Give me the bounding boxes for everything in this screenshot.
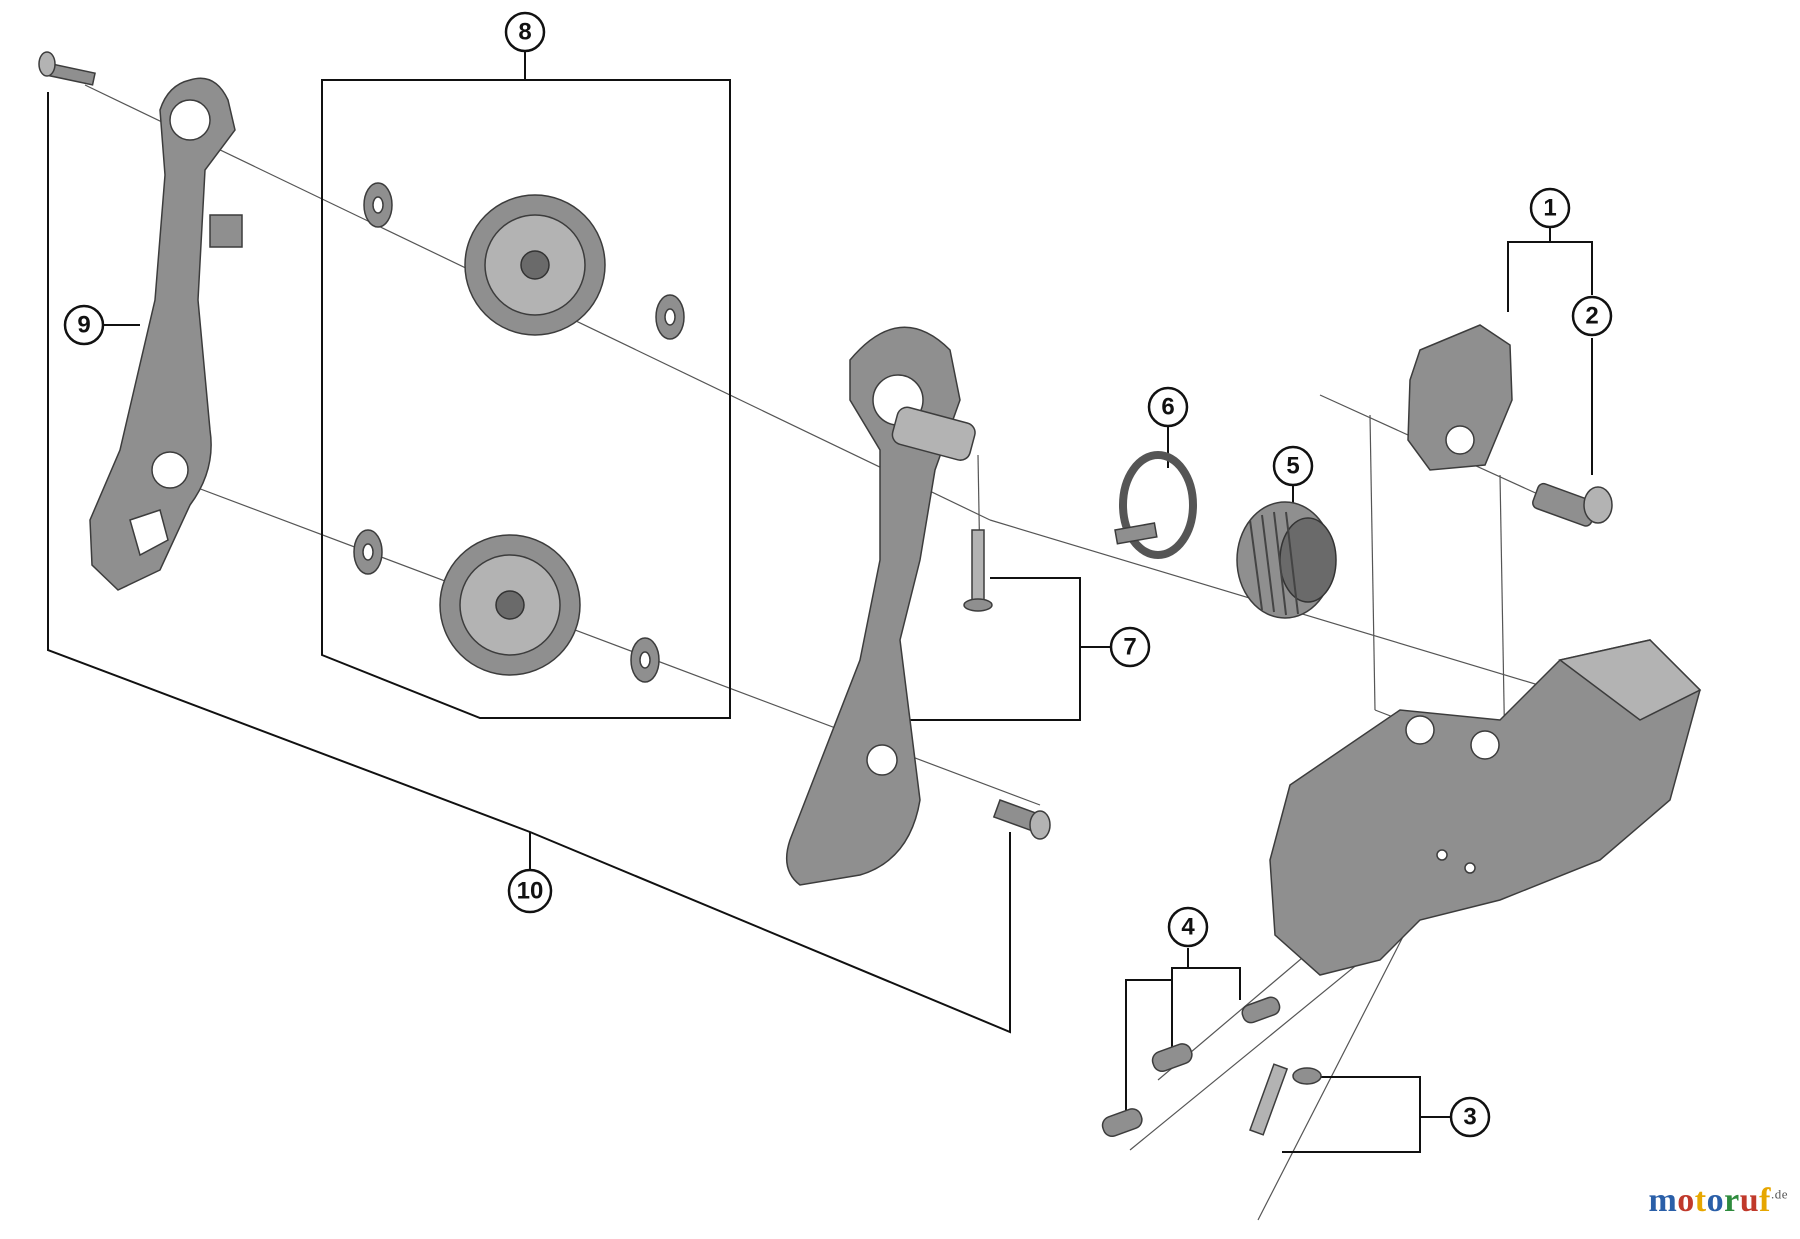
main-body-part — [1269, 639, 1702, 976]
callout-5: 5 — [1272, 445, 1314, 487]
watermark-letter: r — [1724, 1182, 1740, 1219]
cable-fixing-parts — [1101, 996, 1281, 1138]
assembly-axes — [84, 84, 1596, 1221]
snap-ring-part — [1114, 451, 1197, 559]
callout-7: 7 — [1109, 626, 1151, 668]
callout-4-label: 4 — [1181, 914, 1195, 941]
adjust-bolt-part — [992, 799, 1051, 840]
callout-3: 3 — [1449, 1096, 1491, 1138]
lower-pulley-part — [353, 529, 660, 683]
callout-2-label: 2 — [1585, 303, 1598, 330]
tension-spring-part — [1236, 501, 1337, 619]
callout-7-label: 7 — [1123, 634, 1136, 661]
bracket-leaders — [47, 48, 1593, 1153]
watermark-letter: o — [1677, 1182, 1695, 1219]
watermark-letter: o — [1706, 1182, 1725, 1219]
callout-5-label: 5 — [1286, 453, 1299, 480]
callout-6: 6 — [1147, 386, 1189, 428]
callout-3-label: 3 — [1463, 1104, 1476, 1131]
watermark-letter: m — [1648, 1182, 1678, 1219]
watermark-suffix: .de — [1770, 1186, 1788, 1202]
callout-8-label: 8 — [518, 19, 531, 46]
callout-1: 1 — [1529, 187, 1571, 229]
outer-plate-part — [785, 326, 976, 886]
upper-pulley-part — [363, 182, 685, 340]
watermark-logo: motoruf.de — [1648, 1182, 1788, 1220]
watermark-letter: t — [1694, 1182, 1707, 1219]
callout-9: 9 — [63, 304, 105, 346]
callout-10-label: 10 — [517, 878, 544, 905]
watermark-letter: f — [1759, 1182, 1771, 1219]
callout-10: 10 — [507, 868, 553, 914]
pin-bolt-part — [38, 51, 96, 86]
watermark-letter: u — [1739, 1182, 1760, 1219]
inner-plate-part — [89, 77, 243, 591]
callout-8: 8 — [504, 11, 546, 53]
callout-9-label: 9 — [77, 312, 90, 339]
bracket-bolt-part — [1532, 482, 1613, 527]
callout-4: 4 — [1167, 906, 1209, 948]
callout-6-label: 6 — [1161, 394, 1174, 421]
callout-1-label: 1 — [1543, 195, 1556, 222]
stopper-pin-part — [963, 529, 993, 612]
screw-part — [1249, 1063, 1322, 1136]
callout-2: 2 — [1571, 295, 1613, 337]
bracket-part — [1407, 324, 1513, 471]
